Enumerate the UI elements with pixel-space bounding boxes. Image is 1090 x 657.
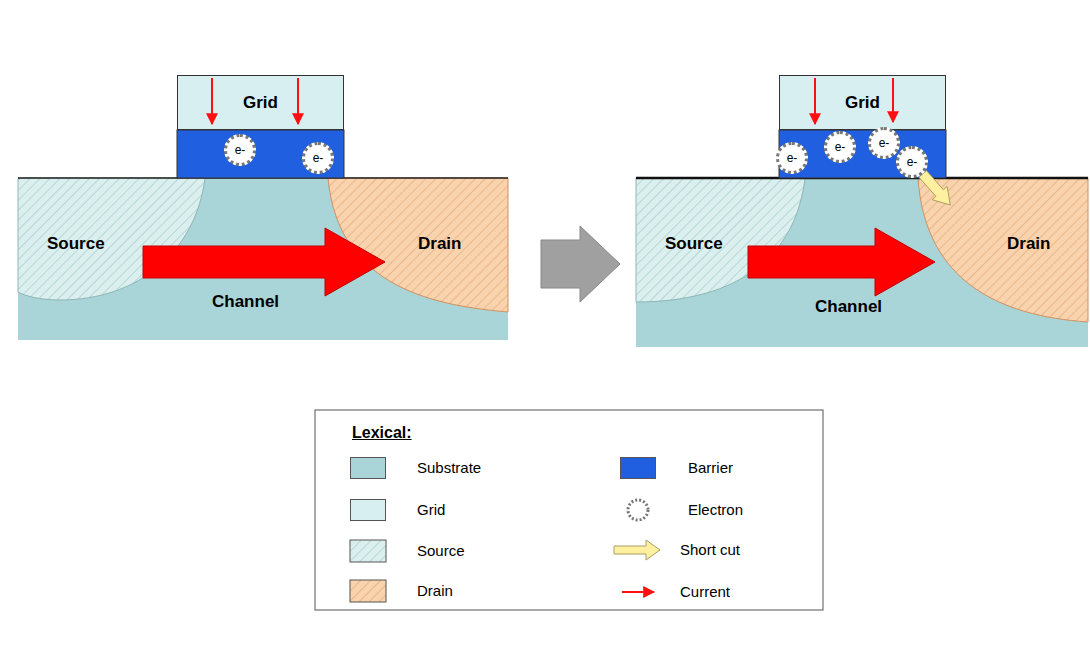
legend-text: Short cut	[680, 539, 740, 561]
source-region: Source	[30, 222, 143, 302]
legend-swatch	[350, 457, 386, 479]
transition-arrow	[541, 226, 620, 302]
grid-electrode: Grid	[779, 75, 946, 130]
node-text: Grid	[845, 93, 880, 113]
electron: e-	[224, 134, 256, 166]
drain-region: Drain	[935, 205, 1088, 300]
grid-fill	[779, 75, 946, 130]
source-region	[636, 178, 805, 302]
legend-sample	[614, 540, 660, 560]
drain-region: Drain	[385, 222, 508, 302]
legend-text: Substrate	[417, 457, 481, 479]
legend-swatch	[350, 499, 386, 521]
legend-text: Grid	[417, 499, 445, 521]
substrate	[636, 178, 1088, 347]
channel-label: Channel	[815, 297, 882, 317]
current-arrow	[211, 78, 213, 124]
node-text: Drain	[418, 234, 461, 254]
node-text: Drain	[1007, 234, 1050, 254]
current-arrow	[814, 78, 816, 124]
grid-electrode: Grid	[177, 75, 344, 130]
legend-sample	[628, 500, 648, 520]
node-text: e-	[313, 152, 324, 164]
node-text: e-	[879, 137, 890, 149]
node-text: Source	[665, 234, 723, 254]
electron: e-	[776, 142, 808, 174]
node-text: Grid	[243, 93, 278, 113]
node-text: e-	[835, 141, 846, 153]
legend-sample	[350, 540, 386, 562]
current-flow-arrow	[748, 228, 935, 296]
source-region: Source	[655, 222, 748, 302]
current-arrow	[297, 78, 299, 124]
substrate	[18, 178, 508, 340]
legend-text: Electron	[688, 499, 743, 521]
grid-fill	[177, 75, 344, 130]
node-text: e-	[787, 152, 798, 164]
legend-text: Current	[680, 581, 730, 603]
electron: e-	[824, 131, 856, 163]
legend-sample	[622, 591, 654, 593]
electron: e-	[302, 142, 334, 174]
legend-heading: Lexical:	[352, 424, 412, 442]
node-text: e-	[907, 156, 918, 168]
current-arrow	[892, 78, 894, 122]
legend-frame	[315, 410, 823, 610]
node-text: e-	[235, 144, 246, 156]
legend-text: Drain	[417, 580, 453, 602]
legend-swatch	[620, 457, 656, 479]
legend-sample	[350, 580, 386, 602]
barrier	[177, 130, 344, 178]
legend-text: Source	[417, 540, 465, 562]
electron: e-	[896, 146, 928, 178]
electron: e-	[868, 127, 900, 159]
node-text: Source	[47, 234, 105, 254]
legend-text: Barrier	[688, 457, 733, 479]
short-cut-arrow	[919, 171, 950, 205]
current-flow-arrow	[143, 228, 385, 296]
source-region	[18, 178, 205, 300]
channel-label: Channel	[212, 292, 279, 312]
